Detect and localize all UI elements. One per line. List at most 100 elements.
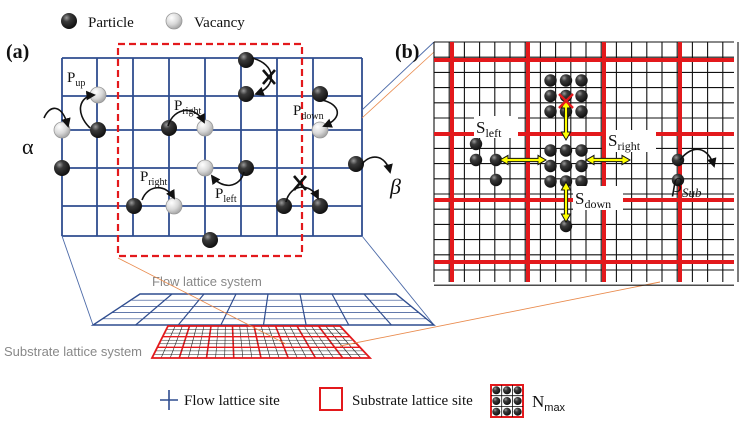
substrate-plane-line	[296, 325, 317, 359]
substrate-region-dashed-box	[116, 42, 304, 258]
vacancy	[196, 159, 214, 177]
flow-plane-line	[220, 293, 237, 326]
blocked-x-icon	[558, 93, 574, 109]
p-right-2-label: Pright	[140, 169, 167, 188]
projection-line-right	[361, 235, 435, 326]
substrate-plane-line	[178, 325, 191, 359]
particle	[559, 144, 573, 157]
particle	[312, 86, 328, 102]
substrate-plane-border	[150, 325, 373, 359]
flow-plane-line	[331, 293, 350, 326]
substrate-plane-line	[231, 325, 235, 359]
p-right-1-arrow	[167, 109, 205, 127]
particle	[126, 198, 142, 214]
flow-lattice-system-label: Flow lattice system	[152, 274, 262, 289]
substrate-plane-line	[325, 325, 353, 359]
projection-line-top-right	[361, 41, 435, 111]
flow-plane-line	[299, 293, 307, 326]
substrate-lattice-plane	[150, 325, 373, 359]
particle	[575, 144, 588, 157]
particle	[238, 160, 254, 176]
substrate-plane-line	[224, 325, 226, 359]
flow-plane-line	[262, 293, 269, 326]
p-right-2-arrow	[141, 186, 175, 201]
vacancy	[165, 197, 183, 215]
flow-plane-line	[363, 293, 392, 326]
s-up-arrow	[560, 98, 572, 142]
particle	[544, 89, 557, 103]
panel-b-yellow-arrows	[498, 93, 632, 224]
substrate-plane-line	[268, 325, 280, 359]
particle	[492, 397, 501, 405]
projection-line-substrate-top	[117, 257, 287, 345]
svg-text:Sdown: Sdown	[575, 189, 611, 211]
particle	[671, 173, 685, 187]
vacancy	[196, 119, 214, 137]
panel-a-label: (a)	[6, 41, 29, 63]
substrate-plane-line	[282, 325, 298, 359]
particle	[54, 160, 70, 176]
particle	[238, 52, 254, 68]
particle	[544, 175, 557, 188]
s-down-label: Sdown	[573, 186, 623, 211]
particle	[513, 386, 522, 395]
s-left-label: Sleft	[474, 116, 518, 140]
substrate-lattice-site-label: Substrate lattice site	[352, 393, 473, 409]
particle	[503, 397, 511, 405]
particle	[503, 407, 511, 416]
particle	[503, 386, 511, 395]
substrate-plane-line	[160, 325, 176, 359]
particle	[575, 89, 588, 103]
particle	[348, 156, 364, 172]
particle	[671, 153, 685, 167]
particle	[513, 407, 522, 416]
projection-line-left	[61, 235, 94, 326]
substrate-plane-line	[289, 325, 307, 359]
flow-plane-line	[177, 293, 205, 326]
nmax-cluster-icon	[490, 384, 524, 418]
substrate-plane-line	[169, 325, 183, 359]
particle	[575, 74, 588, 87]
top-legend: Particle Vacancy	[61, 12, 245, 31]
substrate-plane-line	[239, 325, 244, 359]
p-left-arrow	[210, 171, 245, 187]
substrate-plane-line	[260, 325, 271, 359]
flow-plane-line	[135, 293, 173, 326]
s-down-arrow	[560, 180, 572, 224]
beta-exit-arrow	[361, 156, 393, 174]
substrate-plane-line	[188, 325, 197, 359]
p-up-arrow	[79, 90, 96, 129]
particle	[492, 407, 501, 416]
particle	[489, 153, 503, 167]
panel-b-particles	[469, 74, 685, 233]
s-right-arrow	[584, 154, 632, 166]
flow-plane-border	[90, 293, 436, 326]
particle	[489, 173, 503, 187]
substrate-plane-line	[253, 325, 262, 359]
particle	[559, 219, 573, 233]
s-right-label: Sright	[606, 130, 656, 153]
particle	[575, 159, 588, 173]
panel-b-label: (b)	[395, 41, 419, 63]
substrate-plane-line	[317, 325, 344, 359]
svg-text:Sleft: Sleft	[476, 118, 502, 140]
svg-text:Sright: Sright	[608, 131, 641, 153]
particle	[469, 153, 483, 167]
substrate-plane-line	[303, 325, 325, 359]
particle	[276, 198, 292, 214]
substrate-lattice-system-label: Substrate lattice system	[4, 344, 142, 359]
blocked-x-icon	[262, 69, 276, 85]
vacancy	[311, 121, 329, 139]
particle	[312, 198, 328, 214]
bottom-legend: Flow lattice site Substrate lattice site…	[160, 384, 566, 418]
substrate-plane-line	[205, 325, 212, 359]
beta-sub-label: βSub	[671, 175, 702, 200]
particle	[575, 175, 588, 188]
beta-label: β	[389, 174, 401, 199]
nmax-label: Nmax	[532, 392, 566, 414]
p-down-arrow	[321, 99, 339, 128]
particle	[202, 232, 218, 248]
p-left-label: Pleft	[215, 186, 237, 205]
particle	[544, 74, 557, 87]
